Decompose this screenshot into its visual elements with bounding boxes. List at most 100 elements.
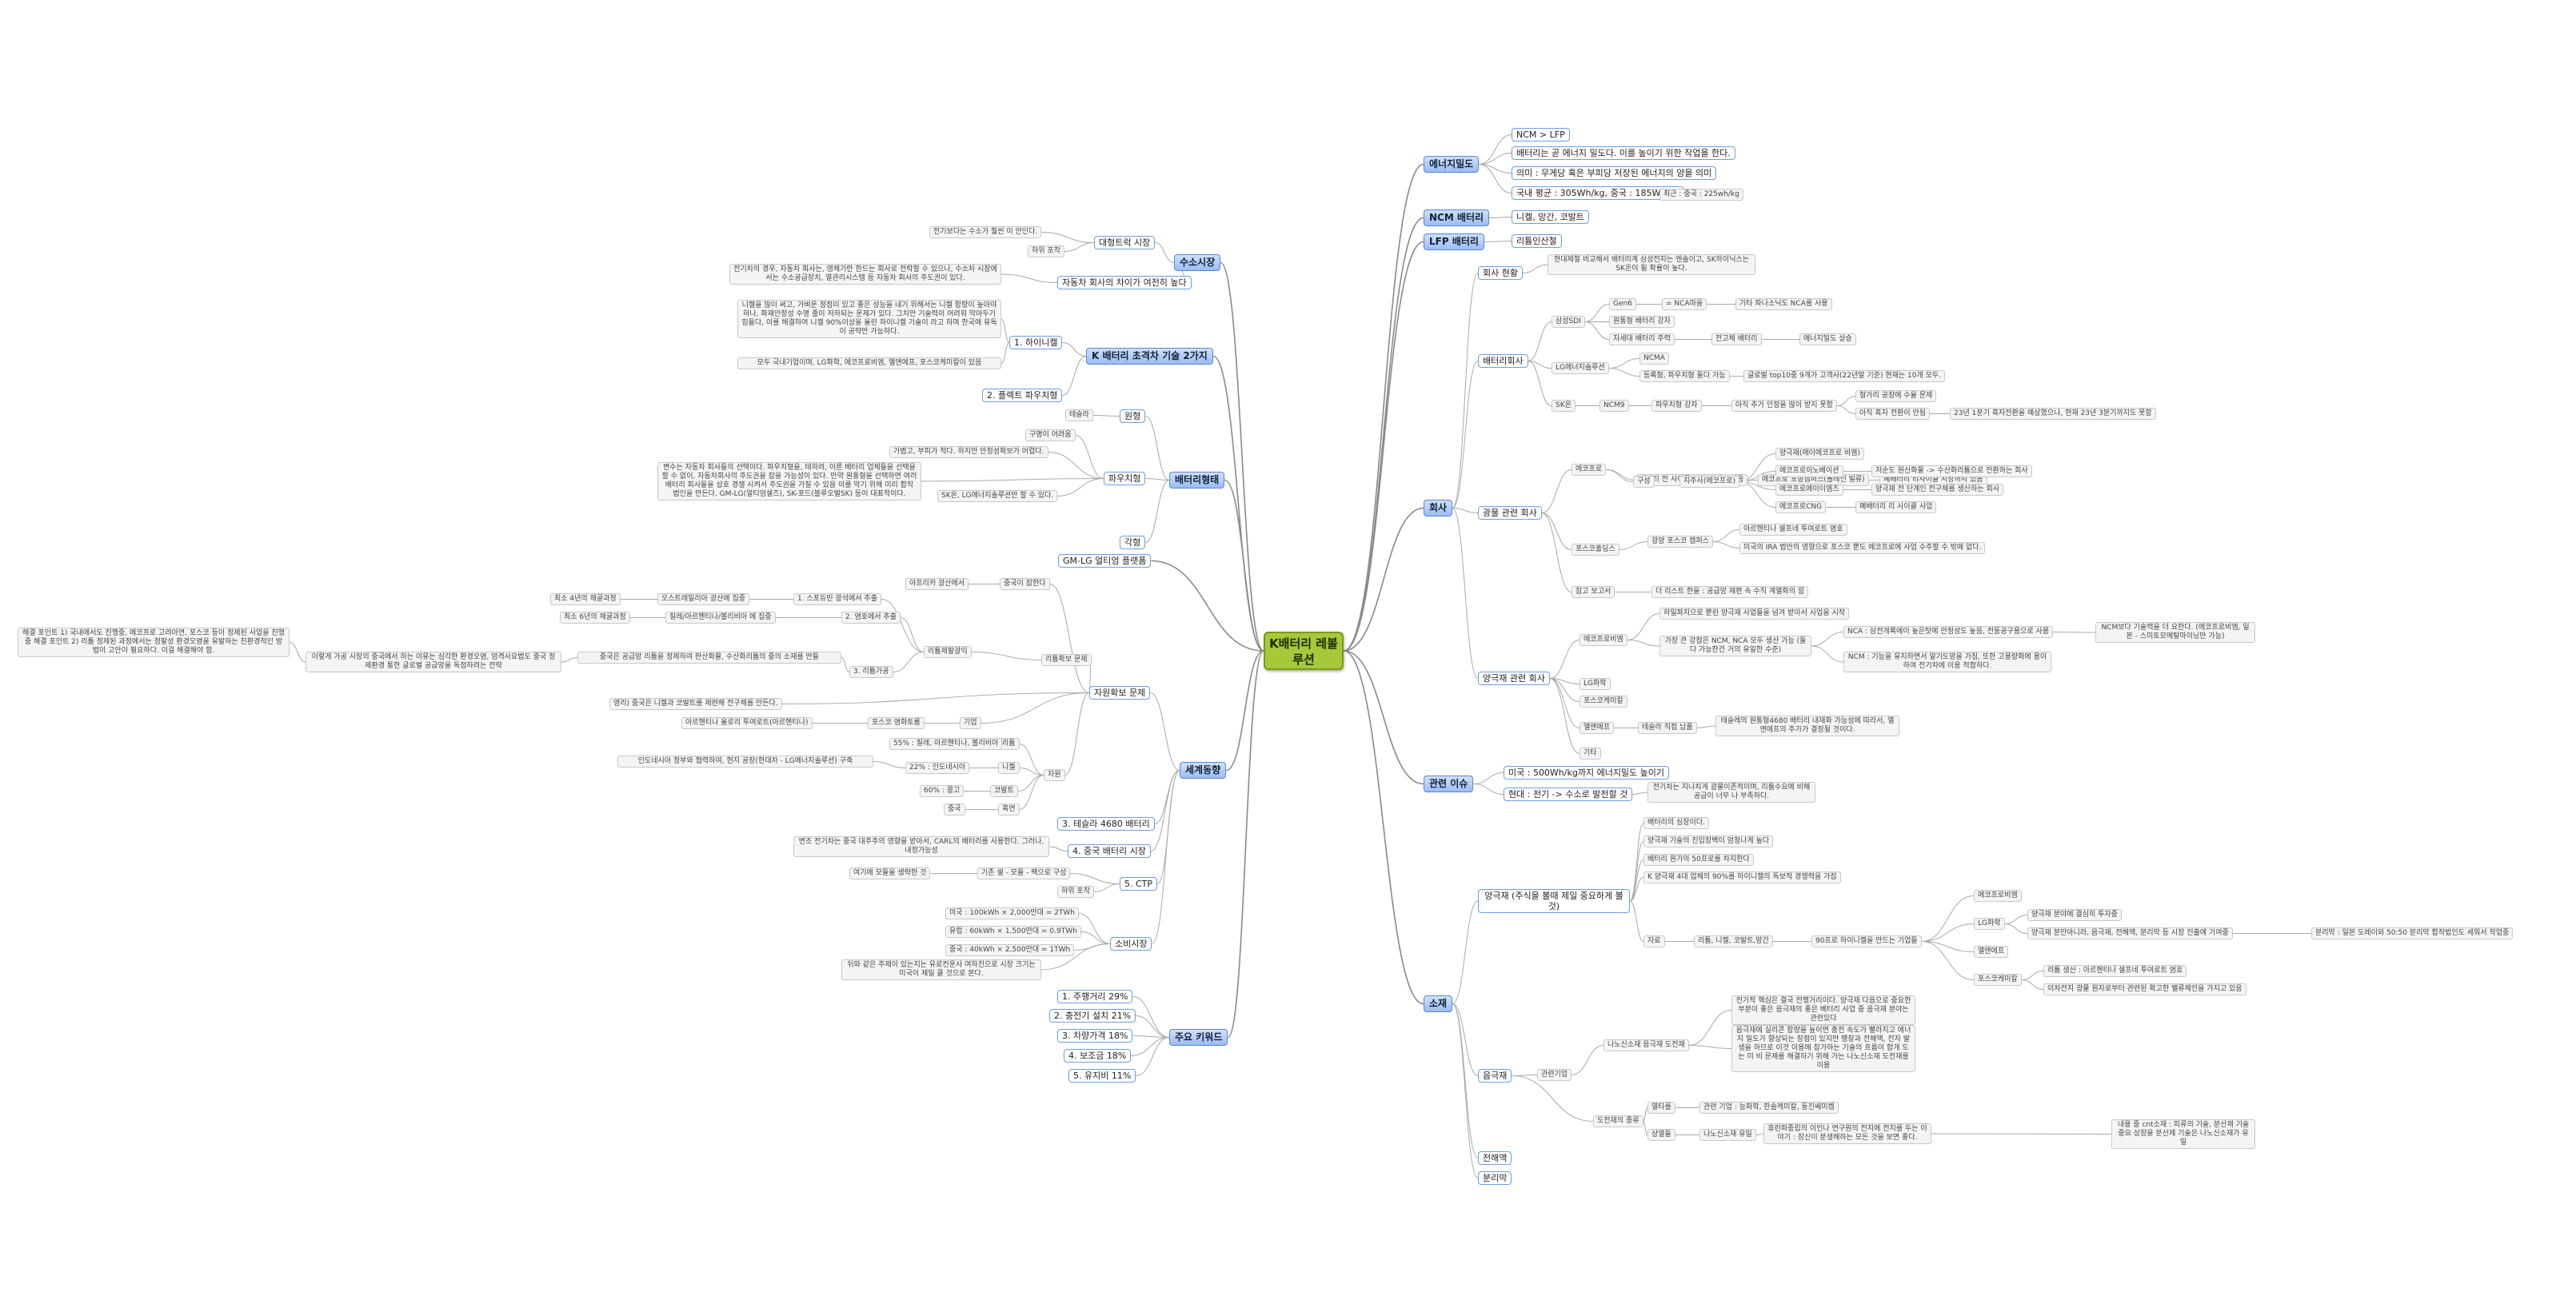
subtopic[interactable]: 2. 플렉트 파우치형: [982, 389, 1063, 402]
subtopic[interactable]: 양극재 (주식을 볼때 제일 중요하게 볼것): [1478, 889, 1630, 913]
subtopic[interactable]: 5. 유지비 11%: [1068, 1069, 1136, 1083]
leaf-topic[interactable]: 코발트: [990, 785, 1018, 797]
subtopic[interactable]: 4. 보조금 18%: [1064, 1049, 1132, 1063]
leaf-topic[interactable]: 전고체 배터리: [1711, 333, 1762, 345]
subtopic[interactable]: 의미 : 무게당 혹은 부피당 저장된 에너지의 양을 의미: [1512, 166, 1717, 180]
subtopic[interactable]: 리튬인산철: [1512, 234, 1562, 248]
leaf-topic[interactable]: 2. 염호에서 추출: [841, 612, 901, 624]
leaf-topic[interactable]: 양극재(에이에코프로 비엠): [1775, 448, 1864, 460]
subtopic[interactable]: 니켈, 망간, 코발트: [1512, 210, 1589, 224]
subtopic[interactable]: 분리막: [1478, 1171, 1512, 1185]
leaf-topic[interactable]: 가장 큰 강점은 NCM, NCA 모두 생산 가능 (둘다 가능한건 거의 유…: [1659, 636, 1811, 656]
leaf-topic[interactable]: 양극재 분만아니라, 음극재, 전해액, 분리막 등 시장 진출에 기여중: [2027, 927, 2233, 939]
leaf-topic[interactable]: 이렇게 가공 시장의 중국에서 하는 이유는 심각한 환경오염, 엄격사요법도 …: [306, 652, 561, 672]
leaf-topic[interactable]: 자세대 배터리 주력: [1609, 333, 1675, 345]
subtopic[interactable]: GM-LG 얼티엄 플랫폼: [1058, 554, 1152, 568]
leaf-topic[interactable]: 기업: [960, 717, 981, 729]
leaf-topic[interactable]: 아르헨티나 올로리 투여로트(아르헨티나): [681, 717, 813, 729]
leaf-topic[interactable]: 내용 중 cnt소재 : 피류의 기술, 분산제 기술 중요 상장을 분산제 기…: [2111, 1119, 2255, 1149]
leaf-topic[interactable]: NCM보다 기술력을 더 요한다. (에코프로비엠, 일본 - 스미토모메탈마이…: [2095, 622, 2255, 643]
leaf-topic[interactable]: 모두 국내기업이며, LG화학, 에코프로비엠, 엘앤에프, 포스코케미칼이 있…: [737, 357, 1001, 369]
leaf-topic[interactable]: 양극재 분야에 결심히 투자중: [2027, 909, 2122, 921]
leaf-topic[interactable]: 글로벌 top10중 9개가 고객사(22년말 기준) 현재는 10개 모두.: [1743, 370, 1946, 382]
leaf-topic[interactable]: 양극재 전 단계인 전구체를 생산하는 회사: [1871, 484, 2004, 496]
leaf-topic[interactable]: 관련기업: [1537, 1069, 1572, 1081]
leaf-topic[interactable]: 기타 파나소닉도 NCA를 사용: [1735, 298, 1832, 310]
leaf-topic[interactable]: 에너지밀도 상승: [1799, 333, 1856, 345]
leaf-topic[interactable]: 하위 포착: [1028, 245, 1064, 257]
leaf-topic[interactable]: NCM9: [1600, 400, 1629, 412]
leaf-topic[interactable]: LG화학: [1580, 678, 1611, 690]
leaf-topic[interactable]: LG에너지솔루션: [1552, 362, 1609, 374]
leaf-topic[interactable]: 리튬확보 문제: [1041, 654, 1092, 666]
leaf-topic[interactable]: 폐배터리 리 사이클 사업: [1855, 501, 1937, 513]
leaf-topic[interactable]: 삼성SDI: [1552, 316, 1585, 328]
subtopic[interactable]: 음극재: [1478, 1069, 1512, 1083]
leaf-topic[interactable]: 최소 6년의 채굴과정: [560, 612, 630, 624]
leaf-topic[interactable]: 구성: [1633, 476, 1655, 488]
leaf-topic[interactable]: 아직 흑자 전환이 안됨: [1855, 408, 1931, 420]
subtopic[interactable]: NCM > LFP: [1512, 128, 1570, 142]
leaf-topic[interactable]: 니켈: [998, 762, 1020, 774]
leaf-topic[interactable]: 참고 보고서: [1572, 586, 1615, 598]
leaf-topic[interactable]: 전기보다는 수소가 훨씬 이 안인다.: [929, 226, 1042, 238]
leaf-topic[interactable]: 변조 전기차는 중국 대주주의 영향을 받아서, CARL의 배터리를 사용한다…: [793, 836, 1049, 857]
leaf-topic[interactable]: 에코프로: [1572, 464, 1607, 476]
leaf-topic[interactable]: NCM : 기능을 유지하면서 알기도망을 가짐, 또한 고용량화에 용이하여 …: [1843, 652, 2051, 672]
main-topic[interactable]: 수소시장: [1174, 254, 1221, 271]
leaf-topic[interactable]: 배터리의 심장이다.: [1643, 817, 1709, 829]
leaf-topic[interactable]: 아프리카 광산에서: [905, 578, 969, 590]
main-topic[interactable]: K 배터리 초격차 기술 2가지: [1086, 348, 1213, 365]
leaf-topic[interactable]: 미국 : 100kWh × 2,000만대 = 2TWh: [945, 907, 1079, 919]
subtopic[interactable]: 3. 테슬라 4680 배터리: [1057, 817, 1155, 831]
leaf-topic[interactable]: 뒤와 같은 주제이 있는지는 유로컨운사 여하진으로 시장 크기는 미국이 제일…: [841, 959, 1041, 980]
main-topic[interactable]: LFP 배터리: [1424, 233, 1484, 250]
leaf-topic[interactable]: = NCA마을: [1662, 298, 1707, 310]
main-topic[interactable]: 배터리형태: [1169, 472, 1225, 489]
subtopic[interactable]: 자원확보 문제: [1089, 686, 1151, 700]
leaf-topic[interactable]: 하위 포착: [1057, 886, 1094, 898]
leaf-topic[interactable]: 에코프로비엠: [1974, 890, 2022, 902]
leaf-topic[interactable]: 변수는 자동차 회사들의 선택이다. 파우치형을, 테하려, 이른 배터리 업체…: [657, 462, 921, 500]
leaf-topic[interactable]: 구명이 어려움: [1025, 429, 1076, 441]
leaf-topic[interactable]: 전기적 핵심은 결국 전행거리이다. 양극재 다음으로 중요한 부분이 좋은 음…: [1731, 995, 1915, 1025]
leaf-topic[interactable]: 22% : 인도네시아: [905, 762, 970, 774]
leaf-topic[interactable]: 도전재의 종류: [1593, 1115, 1643, 1127]
leaf-topic[interactable]: 더 리스트 한을 : 공급망 재편 속 수직 계열화의 힘: [1651, 586, 1809, 598]
leaf-topic[interactable]: 원통형 배터리 강자: [1609, 316, 1675, 328]
leaf-topic[interactable]: 에코프로에이이엠즈: [1775, 484, 1843, 496]
leaf-topic[interactable]: 양극재 기술의 진입장벽이 엄청나게 높다: [1643, 835, 1774, 847]
subtopic[interactable]: 1. 하이니켈: [1009, 336, 1063, 349]
main-topic[interactable]: NCM 배터리: [1424, 209, 1490, 226]
leaf-topic[interactable]: 이차전지 광물 원자로부터 관련된 확고한 밸류체인을 가지고 있음: [2043, 983, 2247, 995]
subtopic[interactable]: 대형트럭 시장: [1094, 236, 1156, 249]
leaf-topic[interactable]: 광양 포스코 캠퍼스: [1647, 536, 1713, 548]
leaf-topic[interactable]: 아르헨티나 셀프네 투여로트 염호: [1739, 524, 1847, 536]
leaf-topic[interactable]: 포스코홀딩스: [1572, 544, 1619, 556]
subtopic[interactable]: 회사 현황: [1478, 266, 1523, 280]
leaf-topic[interactable]: 기존 셀 - 모듈 - 팩으로 구성: [977, 867, 1071, 879]
subtopic[interactable]: 원형: [1120, 409, 1146, 423]
subtopic[interactable]: 배터리는 곧 에너지 밀도다. 이를 높이기 위한 작업을 한다.: [1512, 146, 1735, 160]
subtopic[interactable]: 각형: [1120, 536, 1146, 549]
subtopic[interactable]: 광물 관련 회사: [1478, 506, 1542, 520]
leaf-topic[interactable]: 니켈을 많이 써고, 가벼운 정점이 있고 좋은 성능을 내기 위해서는 니켈 …: [737, 300, 1001, 338]
leaf-topic[interactable]: 자료: [1643, 935, 1665, 947]
leaf-topic[interactable]: 에코프로이노베이션: [1775, 465, 1843, 477]
leaf-topic[interactable]: 60% : 콩고: [920, 785, 965, 797]
subtopic[interactable]: 현대 : 전기 -> 수소로 발전할 것: [1504, 788, 1633, 801]
leaf-topic[interactable]: 테슬레의 원통형4680 배터리 내재화 가능성에 따라서, 엘앤에프의 주가가…: [1715, 716, 1899, 736]
leaf-topic[interactable]: 나노신소재 음극재 도전재: [1604, 1039, 1689, 1051]
leaf-topic[interactable]: 배터리 원가의 50프로를 차지한다: [1643, 854, 1754, 866]
leaf-topic[interactable]: 상열들: [1647, 1129, 1675, 1141]
leaf-topic[interactable]: 전기차는 지나치게 광물이존적이며, 리튬수요에 비해 공급이 너무 나 부족하…: [1647, 782, 1815, 803]
leaf-topic[interactable]: 엘앤에프: [1580, 722, 1615, 734]
subtopic[interactable]: 미국 : 500Wh/kg까지 에너지밀도 높이기: [1504, 766, 1670, 780]
leaf-topic[interactable]: 23년 1분기 흑자전환을 예상했으나, 현재 23년 3분기까지도 못함: [1950, 408, 2156, 420]
leaf-topic[interactable]: 중국은 공급망 리튬을 정제하여 판산화물, 수산화리튬의 중의 소재를 만들: [577, 652, 841, 664]
leaf-topic[interactable]: 중국: [944, 804, 965, 815]
leaf-topic[interactable]: 리튬제팔광익: [924, 646, 972, 658]
leaf-topic[interactable]: 휴런파종립의 이인나 연구원의 전지에 전지를 두는 이야기 : 장신이 분생해…: [1763, 1123, 1931, 1144]
leaf-topic[interactable]: 지주사(에코프로): [1679, 476, 1739, 488]
leaf-topic[interactable]: 3. 리튬가공: [849, 666, 893, 678]
